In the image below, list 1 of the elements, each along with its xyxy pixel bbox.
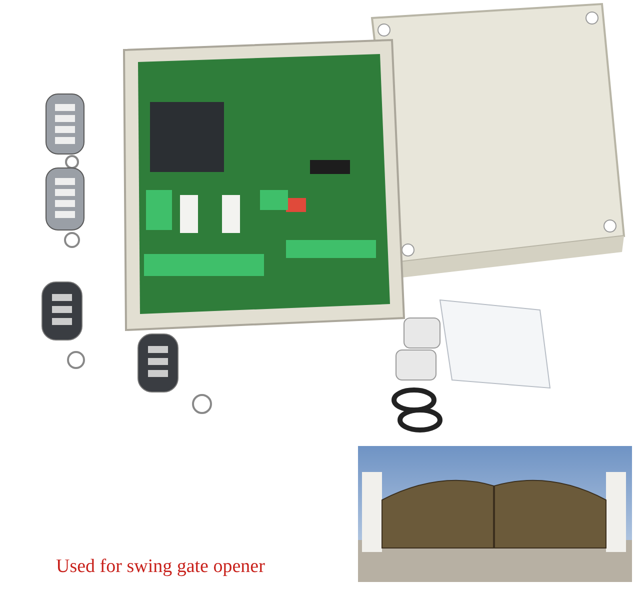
caption-text: Used for swing gate opener [56, 556, 265, 577]
